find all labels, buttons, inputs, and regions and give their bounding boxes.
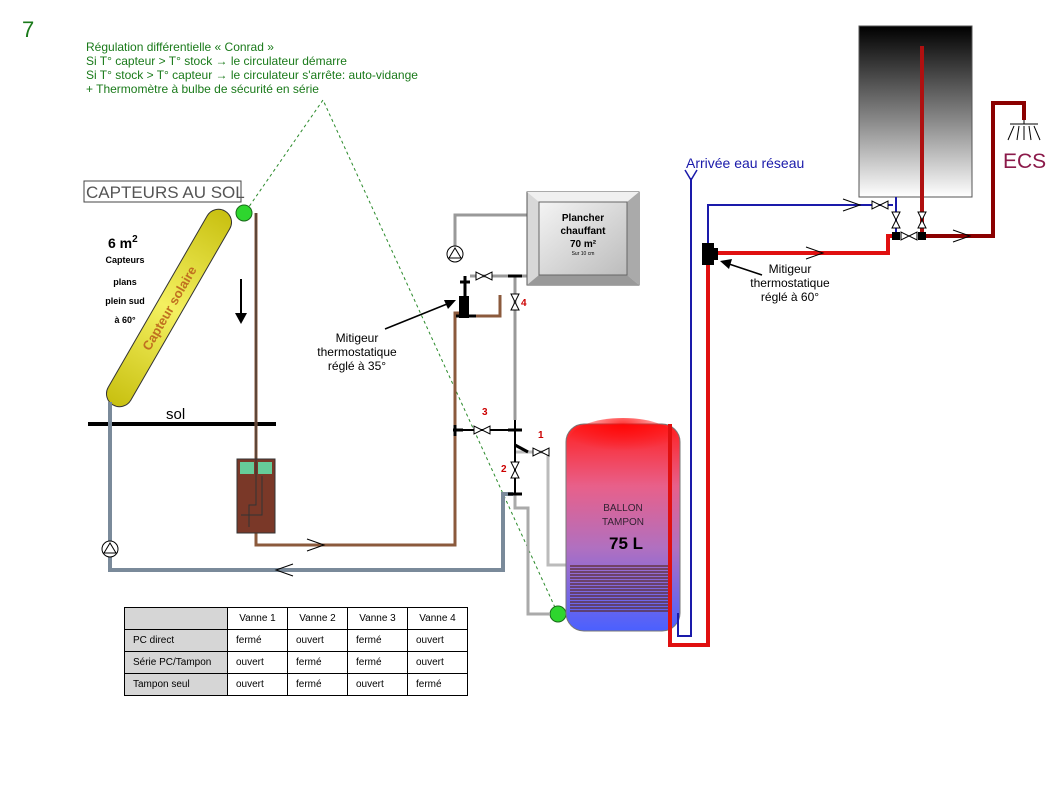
red-mitigeur-outlet bbox=[716, 234, 898, 255]
mitigeur-35-line-3: réglé à 35° bbox=[328, 359, 386, 373]
table-row: PC direct fermé ouvert fermé ouvert bbox=[124, 629, 468, 652]
sensor-dashed-line bbox=[245, 98, 559, 615]
regulation-line-1: Régulation différentielle « Conrad » bbox=[86, 40, 274, 54]
valve-1-icon bbox=[532, 447, 550, 457]
regulation-line-3: Si T° stock > T° capteur → le circulateu… bbox=[86, 68, 418, 82]
valve-number-1: 1 bbox=[538, 430, 544, 441]
mitigeur-35-arrow-icon bbox=[384, 300, 456, 330]
capteurs-title: CAPTEURS AU SOL bbox=[86, 183, 245, 202]
red-hot-pipe bbox=[668, 262, 710, 647]
mitigeur-60-arrow-icon bbox=[720, 259, 763, 276]
capteurs-desc-2: plans bbox=[113, 277, 137, 287]
table-cell: fermé bbox=[347, 651, 408, 674]
valve-number-3: 3 bbox=[482, 407, 488, 418]
mitigeur-35-line-2: thermostatique bbox=[317, 345, 397, 359]
table-cell: fermé bbox=[287, 673, 348, 696]
plancher-pump-icon bbox=[446, 245, 464, 263]
valve-4-icon bbox=[510, 293, 520, 311]
regulation-notes: Régulation différentielle « Conrad » Si … bbox=[86, 40, 418, 96]
table-row-label: PC direct bbox=[124, 629, 228, 652]
grey-return-pipe bbox=[108, 402, 513, 572]
mitigeur-60-body bbox=[702, 243, 714, 265]
collector-sensor-icon bbox=[235, 204, 253, 222]
flow-down-arrow-icon bbox=[235, 279, 247, 324]
brown-pipe-mitigeur bbox=[473, 295, 502, 318]
collector-pump-icon bbox=[101, 540, 119, 558]
plancher-supply-pipe bbox=[453, 213, 527, 261]
valve-2-icon bbox=[510, 461, 520, 479]
table-row: Série PC/Tampon ouvert fermé fermé ouver… bbox=[124, 651, 468, 674]
plancher-line-4: Sur 10 cm bbox=[572, 251, 595, 257]
ballon-line-1: BALLON bbox=[603, 503, 642, 514]
flow-arrow-blue-icon bbox=[842, 198, 862, 212]
boiler bbox=[858, 25, 973, 198]
plancher-line-2: chauffant bbox=[561, 226, 607, 237]
table-header: Vanne 2 bbox=[287, 607, 348, 630]
reseau-label: Arrivée eau réseau bbox=[686, 155, 804, 171]
table-cell: ouvert bbox=[407, 629, 468, 652]
valve-3-icon bbox=[473, 425, 491, 435]
shower-head-icon bbox=[1007, 120, 1041, 141]
table-cell: ouvert bbox=[227, 651, 288, 674]
valve-plancher-icon bbox=[475, 271, 493, 281]
table-header: Vanne 1 bbox=[227, 607, 288, 630]
table-row-label: Série PC/Tampon bbox=[124, 651, 228, 674]
solar-panel-label: Capteur solaire bbox=[139, 264, 199, 353]
mitigeur-60-line-3: réglé à 60° bbox=[761, 290, 819, 304]
reseau-inlet-icon bbox=[684, 169, 698, 182]
valve-table: Vanne 1 Vanne 2 Vanne 3 Vanne 4 PC direc… bbox=[124, 607, 468, 696]
mitigeur-35-line-1: Mitigeur bbox=[336, 331, 379, 345]
regulation-line-4: + Thermomètre à bulbe de sécurité en sér… bbox=[86, 82, 319, 96]
table-cell: ouvert bbox=[347, 673, 408, 696]
capteurs-desc-4: à 60° bbox=[114, 315, 136, 325]
table-header-row: Vanne 1 Vanne 2 Vanne 3 Vanne 4 bbox=[124, 607, 468, 630]
table-cell: fermé bbox=[227, 629, 288, 652]
mitigeur-60-line-2: thermostatique bbox=[750, 276, 830, 290]
ground-label: sol bbox=[166, 406, 185, 423]
table-corner bbox=[124, 607, 228, 630]
boiler-valves bbox=[871, 200, 927, 241]
tank-return-pipe bbox=[513, 494, 550, 616]
ballon-coil bbox=[570, 565, 672, 612]
ballon-volume: 75 L bbox=[609, 534, 643, 553]
table-cell: ouvert bbox=[287, 629, 348, 652]
flow-arrow-grey-icon bbox=[274, 563, 294, 577]
valve-1-pipe bbox=[515, 450, 568, 567]
mitigeur-60-tee bbox=[712, 248, 718, 260]
brown-hot-pipe bbox=[254, 213, 457, 547]
table-header: Vanne 3 bbox=[347, 607, 408, 630]
table-cell: fermé bbox=[287, 651, 348, 674]
flow-arrow-red-icon bbox=[805, 246, 825, 260]
plancher-line-3: 70 m² bbox=[570, 239, 597, 250]
flow-arrow-brown-icon bbox=[306, 538, 326, 552]
table-row-label: Tampon seul bbox=[124, 673, 228, 696]
table-cell: ouvert bbox=[227, 673, 288, 696]
table-cell: fermé bbox=[347, 629, 408, 652]
table-cell: ouvert bbox=[407, 651, 468, 674]
mitigeur-60-line-1: Mitigeur bbox=[769, 262, 812, 276]
capteurs-area: 6 m2 bbox=[108, 234, 138, 251]
drainback-tank bbox=[236, 213, 276, 534]
page-number: 7 bbox=[22, 17, 34, 42]
tank-sensor-icon bbox=[549, 605, 567, 623]
regulation-line-2: Si T° capteur > T° stock → le circulateu… bbox=[86, 54, 347, 68]
capteurs-desc-1: Capteurs bbox=[105, 255, 144, 265]
table-cell: fermé bbox=[407, 673, 468, 696]
table-header: Vanne 4 bbox=[407, 607, 468, 630]
plancher-chauffant: Plancher chauffant 70 m² Sur 10 cm bbox=[526, 191, 640, 286]
blue-supply-pipe bbox=[677, 178, 692, 637]
capteurs-desc-3: plein sud bbox=[105, 296, 145, 306]
valve-number-4: 4 bbox=[521, 298, 527, 309]
table-row: Tampon seul ouvert fermé ouvert fermé bbox=[124, 673, 468, 696]
mitigeur-35-body bbox=[459, 296, 469, 318]
flow-arrow-ecs-icon bbox=[952, 229, 972, 243]
ballon-line-2: TAMPON bbox=[602, 517, 644, 528]
brown-pipe-upper bbox=[453, 311, 465, 430]
valve-number-2: 2 bbox=[501, 464, 507, 475]
ballon-tampon: BALLON TAMPON 75 L bbox=[565, 418, 681, 632]
plancher-line-1: Plancher bbox=[562, 213, 604, 224]
capteurs-title-box bbox=[83, 180, 242, 203]
ecs-label: ECS bbox=[1003, 150, 1046, 173]
